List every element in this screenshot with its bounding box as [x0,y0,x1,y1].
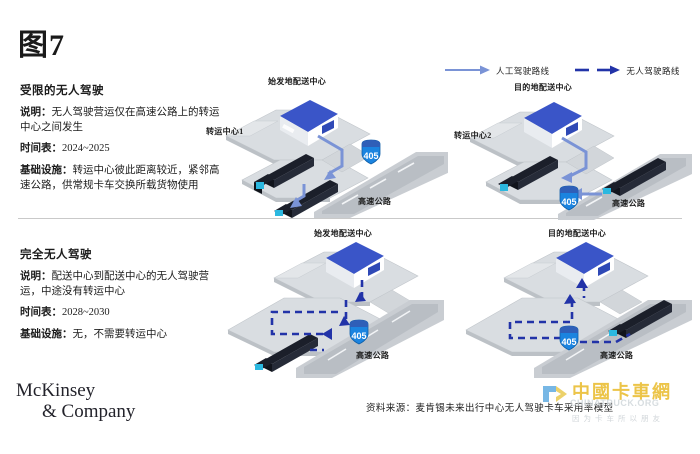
source-note: 资料来源：麦肯锡未来出行中心无人驾驶卡车采用率模型 [366,404,614,414]
row-label: 基础设施： [20,164,73,176]
page-title: 图7 [18,29,65,62]
interstate-shield-icon: 405 [559,185,579,211]
legend-label-manual: 人工驾驶路线 [496,66,550,76]
row-value: 配送中心到配送中心的无人驾驶营运，中途没有转运中心 [20,271,209,298]
panel-top-left: 405 始发地配送中心 转运中心1 高速公路 [206,77,448,218]
legend: 人工驾驶路线 无人驾驶路线 [445,62,680,80]
section-restricted-text: 受限的无人驾驶 说明：无人驾驶营运仅在高速公路上的转运中心之间发生 时间表：20… [20,82,225,199]
label-transfer-center-1: 转运中心1 [206,127,244,136]
row-label: 说明： [20,107,52,118]
highway-truck-icon [602,158,666,196]
row-value: 转运中心彼此距离较近，紧邻高速公路，供常规卡车交换所载货物使用 [20,164,220,191]
panel-bottom-right: 405 目的地配送中心 高速公路 [460,229,695,378]
panel-bottom-left: 405 始发地配送中心 高速公路 [214,229,444,378]
svg-text:405: 405 [351,331,366,341]
section-divider [18,218,682,219]
panel-top-right: 405 目的地配送中心 转运中心2 高速公路 [454,83,692,223]
transfer-hub-truck-icon [498,156,558,191]
section-row: 时间表：2028~2030 [20,305,225,320]
logo-line-1: McKinsey [16,380,96,401]
svg-text:405: 405 [561,337,576,347]
svg-text:405: 405 [561,197,576,207]
row-label: 说明： [20,271,52,282]
watermark-tagline: 因为卡车所以朋友 [572,414,664,423]
row-value: 2024~2025 [62,143,110,155]
highway-truck-icon [608,300,672,338]
manual-route-path [561,136,588,178]
label-origin-dc: 始发地配送中心 [314,229,373,238]
highway-band [314,152,448,218]
section-row: 基础设施：无，不需要转运中心 [20,327,225,342]
row-value: 无，不需要转运中心 [72,328,168,340]
row-label: 时间表： [20,307,62,319]
section-heading-fully-autonomous: 完全无人驾驶 [20,249,92,261]
row-label: 时间表： [20,143,62,155]
label-transfer-center-2: 转运中心2 [454,131,492,140]
row-value: 2028~2030 [62,307,110,319]
highway-truck-icon [254,334,318,372]
highway-band [296,300,444,378]
section-fully-autonomous-text: 完全无人驾驶 说明：配送中心到配送中心的无人驾驶营运，中途没有转运中心 时间表：… [20,246,225,348]
label-highway: 高速公路 [600,351,634,360]
label-origin-dc: 始发地配送中心 [268,77,327,86]
interstate-shield-icon: 405 [361,139,381,165]
section-row: 基础设施：转运中心彼此距离较近，紧邻高速公路，供常规卡车交换所载货物使用 [20,163,225,193]
section-heading-restricted: 受限的无人驾驶 [20,85,104,97]
label-destination-dc: 目的地配送中心 [514,83,573,92]
section-row: 说明：配送中心到配送中心的无人驾驶营运，中途没有转运中心 [20,269,225,299]
legend-item-manual: 人工驾驶路线 [445,62,549,80]
legend-item-autonomous: 无人驾驶路线 [575,62,679,80]
transfer-hub-truck-icon [254,154,314,194]
logo-line-2: & Company [42,401,136,423]
section-row: 说明：无人驾驶营运仅在高速公路上的转运中心之间发生 [20,105,225,135]
label-destination-dc: 目的地配送中心 [548,229,607,238]
destination-distribution-center-icon [524,102,582,148]
destination-distribution-center-icon [556,242,614,288]
dashed-arrow-right-icon [575,62,621,80]
origin-distribution-center-icon [280,100,338,146]
legend-label-autonomous: 无人驾驶路线 [626,66,680,76]
interstate-shield-icon: 405 [349,319,369,345]
arrow-right-icon [445,62,491,80]
svg-text:405: 405 [363,151,378,161]
label-highway: 高速公路 [612,199,646,208]
label-highway: 高速公路 [358,197,392,206]
mckinsey-logo: McKinsey & Company [16,380,135,423]
interstate-shield-icon: 405 [559,325,579,351]
section-row: 时间表：2024~2025 [20,141,225,156]
row-value: 无人驾驶营运仅在高速公路上的转运中心之间发生 [20,107,220,134]
row-label: 基础设施： [20,328,73,340]
label-highway: 高速公路 [356,351,390,360]
manual-route-path [317,134,344,176]
